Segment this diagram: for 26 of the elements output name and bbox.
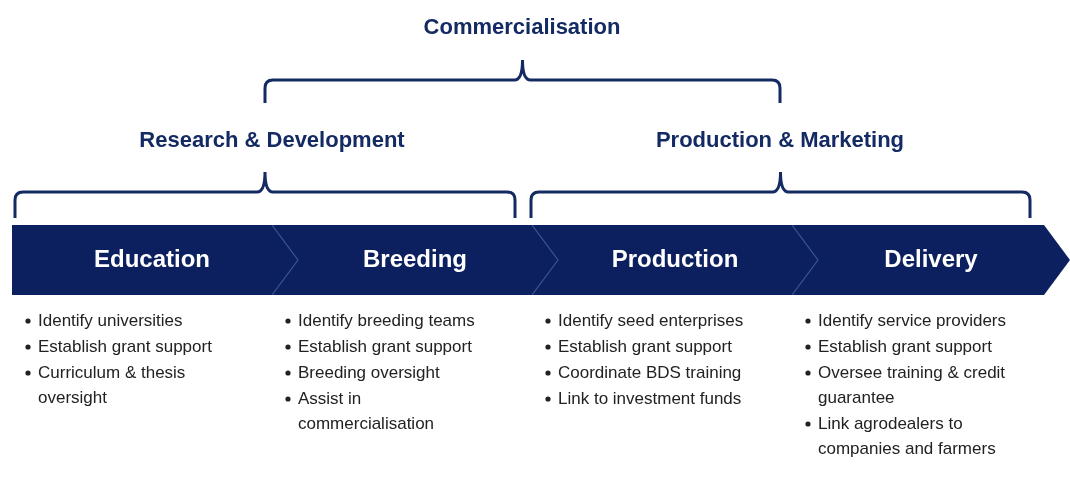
bullet-item: Establish grant support bbox=[298, 337, 472, 356]
bullet-item: Establish grant support bbox=[38, 337, 212, 356]
stage-banner bbox=[792, 225, 1070, 295]
bullet-item: Identify universities bbox=[38, 311, 183, 330]
bullet-item: Establish grant support bbox=[558, 337, 732, 356]
bullet-item: Identify breeding teams bbox=[298, 311, 475, 330]
bullet-item: Identify seed enterprises bbox=[558, 311, 744, 330]
bullet-item: Link to investment funds bbox=[558, 389, 742, 408]
bullet-item: Establish grant support bbox=[818, 337, 992, 356]
section-heading: Production & Marketing bbox=[655, 127, 905, 153]
stage-title: Production bbox=[611, 245, 739, 273]
stage-banner bbox=[532, 225, 792, 295]
bullet-item: Link agrodealers to companies and farmers bbox=[818, 414, 996, 458]
bullet-item: Coordinate BDS training bbox=[558, 363, 742, 382]
stage-title: Delivery bbox=[884, 245, 978, 273]
stage-title: Breeding bbox=[363, 245, 467, 273]
section-heading: Commercialisation bbox=[423, 14, 621, 40]
section-heading: Research & Development bbox=[139, 127, 405, 153]
bullet-item: Identify service providers bbox=[818, 311, 1007, 330]
stage-banner bbox=[12, 225, 272, 295]
bullet-item: Assist in commercialisation bbox=[298, 389, 435, 433]
bullet-item: Oversee training & credit guarantee bbox=[818, 363, 1006, 407]
stage-banner bbox=[272, 225, 532, 295]
stage-title: Education bbox=[94, 245, 210, 273]
bullet-item: Breeding oversight bbox=[298, 363, 440, 382]
bullet-item: Curriculum & thesis oversight bbox=[38, 363, 186, 407]
